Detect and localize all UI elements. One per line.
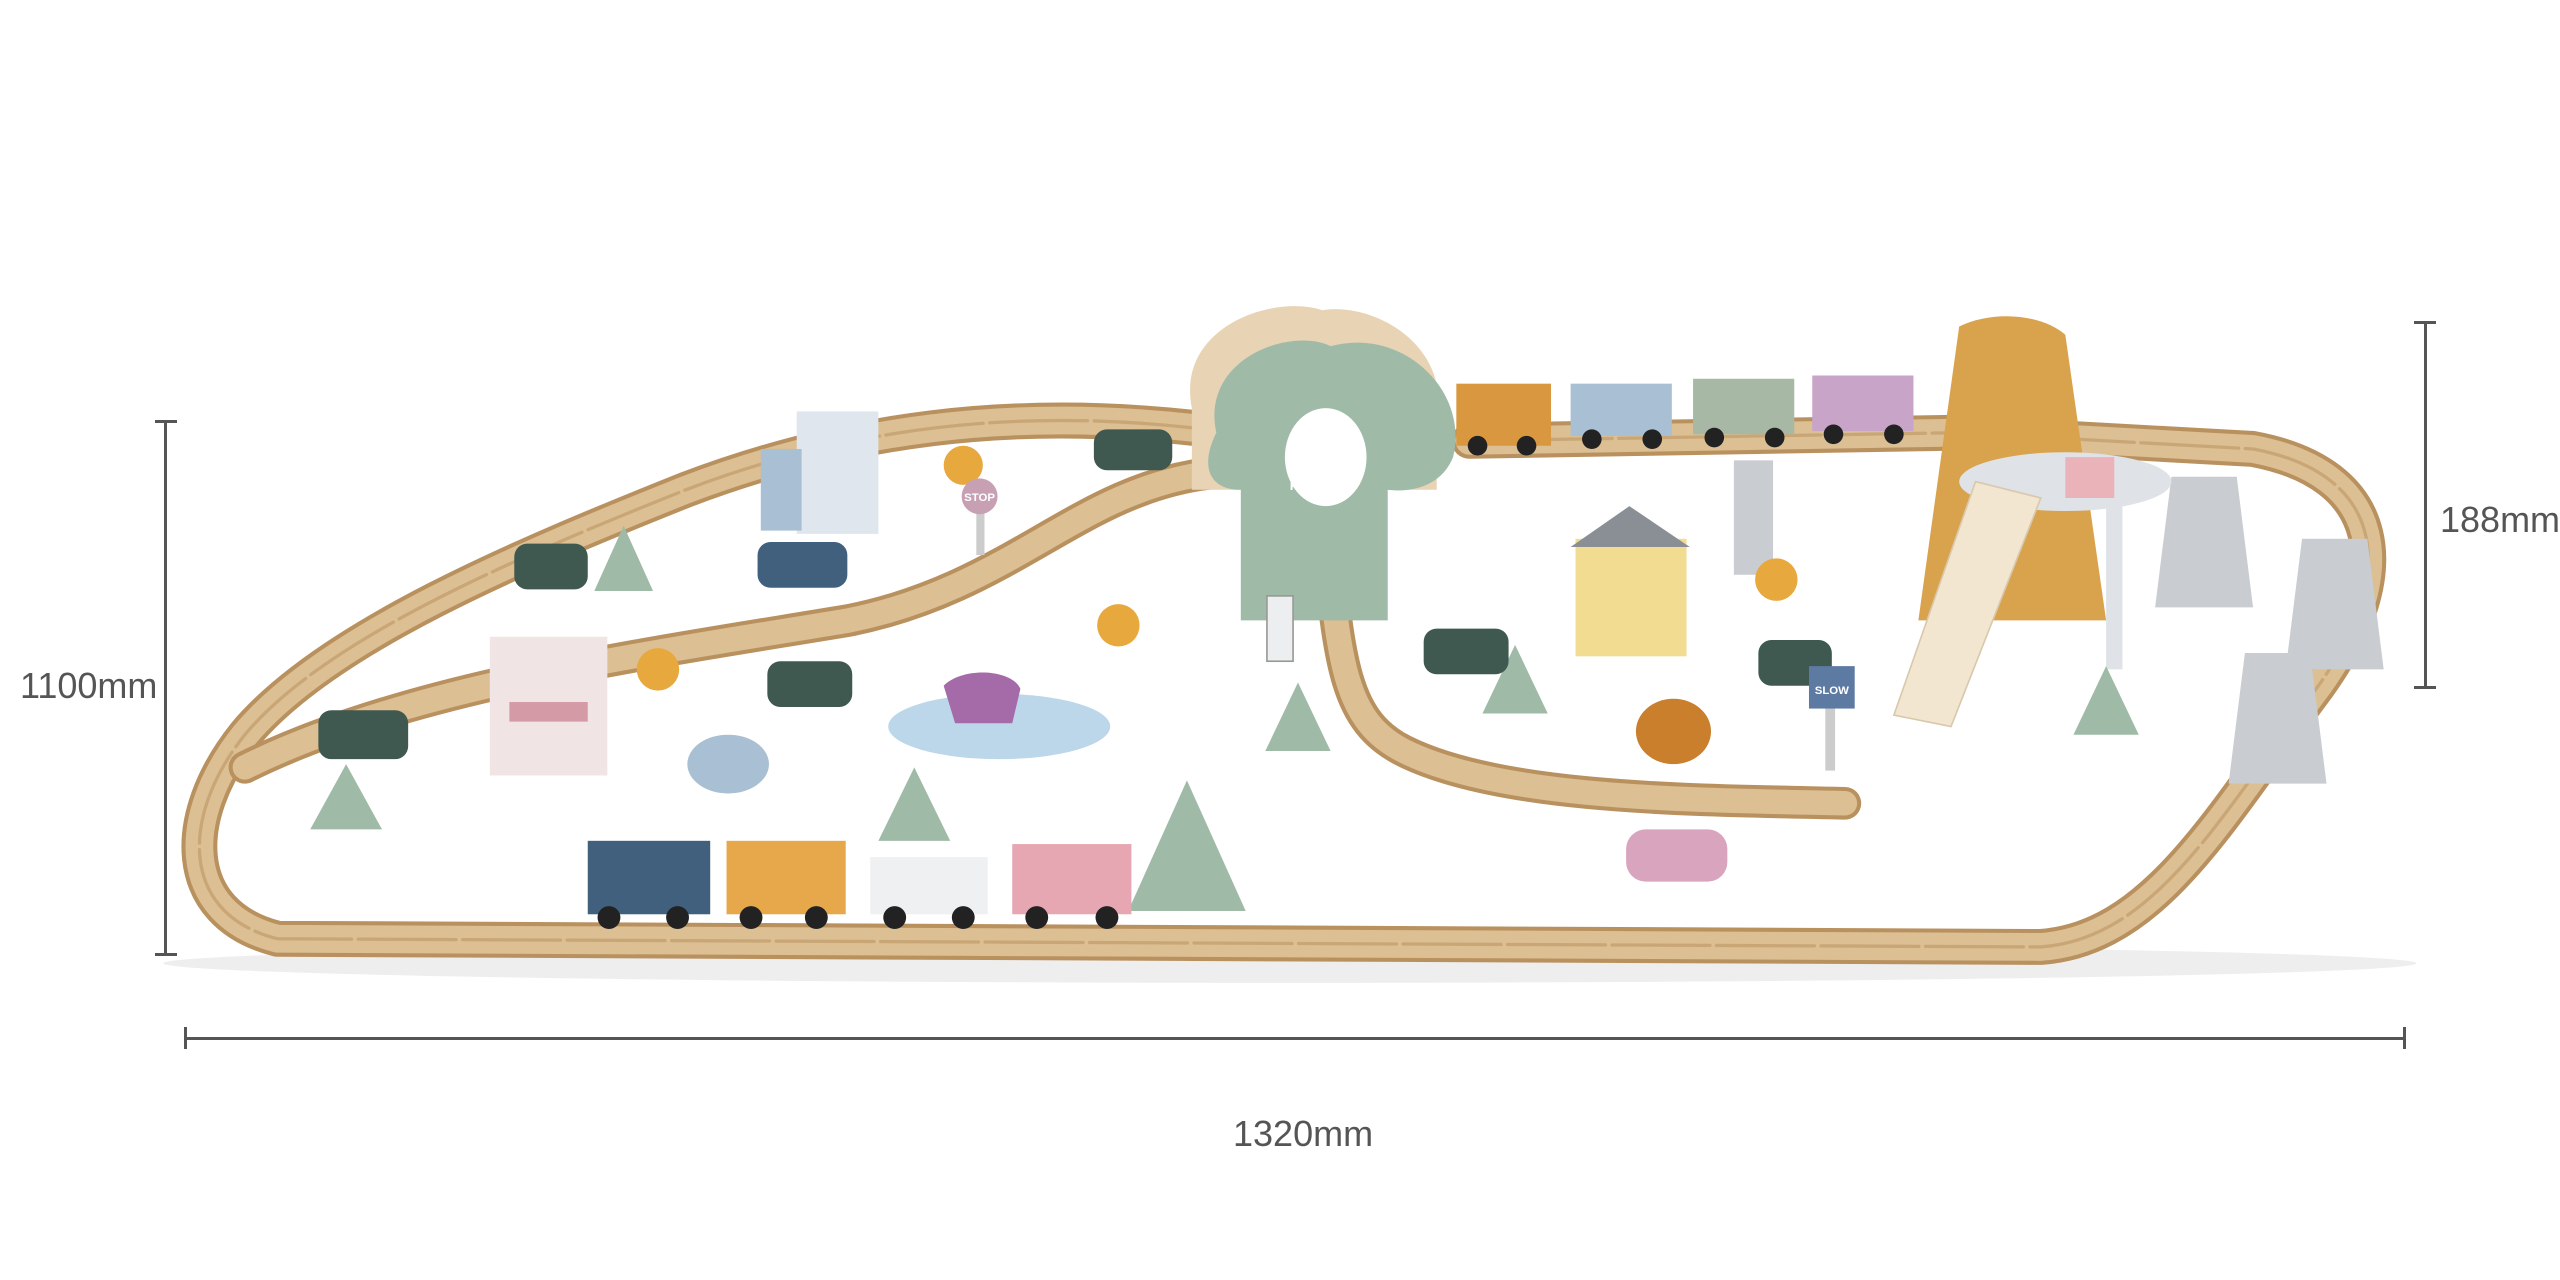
height-line bbox=[2424, 322, 2427, 688]
slow-sign: SLOW bbox=[1808, 666, 1855, 771]
depth-line bbox=[164, 421, 167, 955]
inner-track bbox=[228, 457, 1862, 820]
pond bbox=[888, 693, 1111, 760]
hospital-building bbox=[760, 411, 879, 534]
height-tick-top bbox=[2414, 321, 2436, 324]
stop-sign: STOP bbox=[961, 478, 998, 556]
bridge-supports bbox=[1733, 460, 2384, 784]
slow-sign-text: SLOW bbox=[1815, 685, 1849, 697]
traffic-light bbox=[1266, 595, 1294, 663]
hedgehog bbox=[1635, 698, 1712, 765]
school-building bbox=[1570, 506, 1690, 657]
stop-sign-text: STOP bbox=[964, 492, 995, 504]
width-tick-right bbox=[2403, 1027, 2406, 1049]
bushes bbox=[318, 429, 1832, 760]
top-train bbox=[1456, 375, 1914, 456]
shop-building bbox=[489, 636, 608, 776]
height-label: 188mm bbox=[2440, 499, 2560, 540]
depth-label: 1100mm bbox=[20, 665, 158, 706]
height-tick-bottom bbox=[2414, 686, 2436, 689]
mushrooms bbox=[636, 445, 1798, 691]
width-line bbox=[185, 1037, 2405, 1040]
trees bbox=[310, 525, 2139, 912]
giraffe-arch bbox=[1892, 316, 2172, 728]
bottom-train bbox=[587, 840, 1132, 929]
width-tick-left bbox=[184, 1027, 187, 1049]
pink-car bbox=[1626, 829, 1728, 882]
blue-car bbox=[757, 542, 848, 588]
width-label: 1320mm bbox=[1233, 1113, 1374, 1154]
depth-tick-top bbox=[155, 420, 177, 423]
depth-tick-bottom bbox=[155, 953, 177, 956]
tree-tunnel: PolarB bbox=[1190, 306, 1456, 621]
brand-logo: PolarB bbox=[1290, 478, 1332, 493]
